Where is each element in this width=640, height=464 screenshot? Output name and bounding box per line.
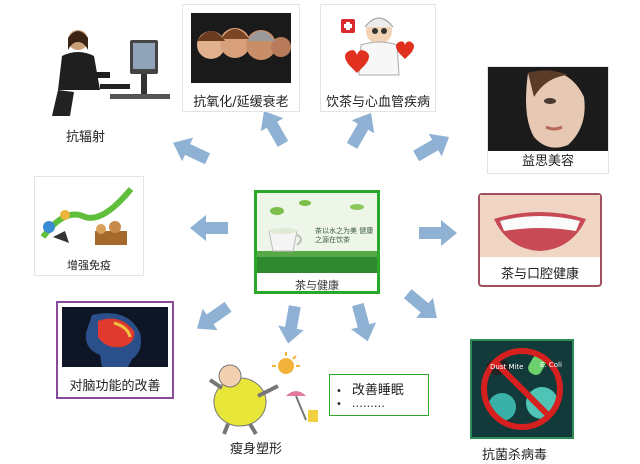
cartoon-doctor-heart-icon xyxy=(341,17,414,76)
node-heart-label: 饮茶与心血管疾病 xyxy=(325,95,430,110)
no-germs-icon xyxy=(472,341,572,437)
node-antibacterial-label: 抗菌杀病毒 xyxy=(482,448,548,463)
arrow-to-heart xyxy=(340,106,383,153)
bullet-icon: • xyxy=(336,399,342,410)
smile-teeth-icon xyxy=(480,195,600,257)
sleep-item-2: •……… xyxy=(336,397,385,410)
arrow-to-antibacterial xyxy=(399,283,446,329)
node-slimming: 瘦身塑形 xyxy=(200,352,330,457)
node-brain-label: 对脑功能的改善 xyxy=(69,379,161,394)
arrow-to-radiation xyxy=(167,130,213,171)
center-card: 茶以水之为美 健康之源在饮茶 茶与健康 xyxy=(254,190,380,294)
office-worker-computer-icon xyxy=(52,30,170,116)
arrow-to-immunity xyxy=(190,215,228,241)
arrow-to-beauty xyxy=(409,125,456,168)
node-antiaging-label: 抗氧化/延缓衰老 xyxy=(193,95,289,110)
center-label: 茶与健康 xyxy=(295,279,339,292)
node-antibacterial: Dust Mite E. Coli xyxy=(470,339,574,439)
node-immunity: 增强免疫 xyxy=(34,176,144,276)
arrow-to-oral xyxy=(419,220,457,246)
sleep-item-1: •改善睡眠 xyxy=(336,383,404,398)
node-beauty-label: 益思美容 xyxy=(488,151,608,173)
woman-face-icon xyxy=(488,67,608,149)
node-brain: 对脑功能的改善 xyxy=(56,301,174,399)
node-oral: 茶与口腔健康 xyxy=(478,193,602,287)
node-beauty: 益思美容 xyxy=(487,66,609,174)
node-immunity-label: 增强免疫 xyxy=(67,259,111,272)
sleep-box: •改善睡眠 •……… xyxy=(329,374,429,416)
arrow-to-brain xyxy=(189,296,236,340)
bullet-icon: • xyxy=(336,386,342,397)
antibac-photo-text-1: Dust Mite xyxy=(490,363,524,371)
arrow-to-sleep xyxy=(345,301,381,345)
arrow-to-slimming xyxy=(275,303,308,346)
immunity-growth-icon xyxy=(40,187,134,245)
node-radiation: 抗辐射 xyxy=(40,20,170,145)
faces-aging-icon xyxy=(191,13,291,83)
brain-head-icon xyxy=(62,307,168,367)
node-radiation-label: 抗辐射 xyxy=(66,130,106,145)
node-heart: 饮茶与心血管疾病 xyxy=(320,4,436,112)
center-poem: 茶以水之为美 健康之源在饮茶 xyxy=(315,227,374,244)
node-oral-label: 茶与口腔健康 xyxy=(500,267,579,282)
cartoon-fat-man-icon xyxy=(208,352,318,436)
tea-cup-landscape-icon xyxy=(257,193,377,273)
node-antiaging: 抗氧化/延缓衰老 xyxy=(182,4,300,112)
antibac-photo-text-2: E. Coli xyxy=(540,361,562,369)
node-slimming-label: 瘦身塑形 xyxy=(230,442,283,457)
